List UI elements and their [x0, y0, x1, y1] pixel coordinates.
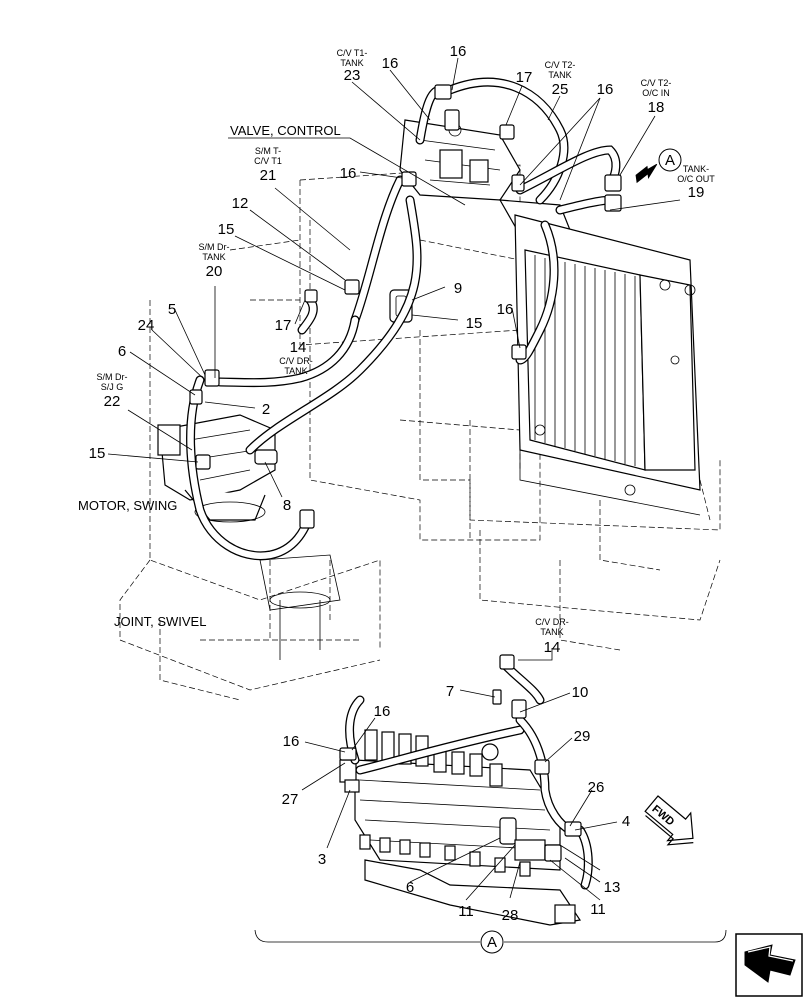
callout-5: 5 — [168, 301, 176, 318]
callout-25: 25 — [552, 81, 569, 98]
page-nav-icon[interactable] — [735, 933, 803, 997]
label-cv-dr-tank-detail-2: TANK — [540, 627, 563, 637]
label-sm-dr-tank-1: S/M Dr- — [199, 242, 230, 252]
callout-8: 8 — [283, 497, 291, 514]
callout-12: 12 — [232, 195, 249, 212]
label-valve-control: VALVE, CONTROL — [230, 123, 341, 138]
callout-10: 10 — [572, 684, 589, 701]
callout-14: 14 — [544, 639, 561, 656]
callout-19: 19 — [688, 184, 705, 201]
valve-ports — [359, 834, 531, 877]
hose-labels: C/V T1- TANK C/V T2- TANK C/V T2- O/C IN… — [97, 48, 716, 637]
view-a-arrow-icon — [635, 163, 658, 184]
callout-22: 22 — [104, 393, 121, 410]
label-joint-swivel: JOINT, SWIVEL — [114, 614, 206, 629]
component-labels: VALVE, CONTROL MOTOR, SWING JOINT, SWIVE… — [78, 123, 341, 629]
callout-2: 2 — [262, 401, 270, 418]
callout-27: 27 — [282, 791, 299, 808]
callout-16: 16 — [283, 733, 300, 750]
label-cv-t2-oc-in-1: C/V T2- — [641, 78, 672, 88]
label-cv-dr-tank-detail-1: C/V DR- — [535, 617, 569, 627]
label-sm-t-cv-t1-1: S/M T- — [255, 146, 281, 156]
label-cv-t2-tank-2: TANK — [548, 70, 571, 80]
callout-17: 17 — [516, 69, 533, 86]
callout-9: 9 — [454, 280, 462, 297]
callout-7: 7 — [446, 683, 454, 700]
label-cv-dr-tank-2: TANK — [284, 366, 307, 376]
swivel-joint-body — [259, 554, 341, 660]
oil-cooler — [514, 214, 701, 516]
label-sm-dr-sj-g-1: S/M Dr- — [97, 372, 128, 382]
callout-28: 28 — [502, 907, 519, 924]
fwd-arrow-icon: FWD — [644, 795, 694, 846]
callout-29: 29 — [574, 728, 591, 745]
label-sm-dr-tank-2: TANK — [202, 252, 225, 262]
view-a-marker-top: A — [635, 148, 682, 184]
callout-15: 15 — [218, 221, 235, 238]
label-cv-t2-tank-1: C/V T2- — [545, 60, 576, 70]
background-frame — [119, 164, 721, 701]
callout-6: 6 — [406, 879, 414, 896]
leader-lines — [107, 57, 681, 901]
callout-16: 16 — [450, 43, 467, 60]
callout-15: 15 — [89, 445, 106, 462]
label-cv-t2-oc-in-2: O/C IN — [642, 88, 670, 98]
callout-4: 4 — [622, 813, 630, 830]
callout-21: 21 — [260, 167, 277, 184]
callout-16: 16 — [597, 81, 614, 98]
callout-24: 24 — [138, 317, 155, 334]
callout-18: 18 — [648, 99, 665, 116]
callout-13: 13 — [604, 879, 621, 896]
callout-16: 16 — [374, 703, 391, 720]
view-a-bracket-bottom: A — [254, 929, 727, 954]
label-cv-t1-tank-2: TANK — [340, 58, 363, 68]
view-a-label-bottom: A — [487, 934, 497, 951]
callout-16: 16 — [340, 165, 357, 182]
callout-17: 17 — [275, 317, 292, 334]
callout-20: 20 — [206, 263, 223, 280]
callout-numbers: 23 16 16 17 25 16 18 21 16 19 12 15 20 9… — [89, 43, 705, 924]
callout-15: 15 — [466, 315, 483, 332]
callout-14: 14 — [290, 339, 307, 356]
callout-11: 11 — [590, 901, 606, 918]
label-sm-dr-sj-g-2: S/J G — [101, 382, 124, 392]
callout-3: 3 — [318, 851, 326, 868]
callout-16: 16 — [497, 301, 514, 318]
label-cv-dr-tank-1: C/V DR- — [279, 356, 313, 366]
view-a-label-top: A — [665, 152, 675, 169]
label-tank-oc-out-1: TANK- — [683, 164, 709, 174]
callout-26: 26 — [588, 779, 605, 796]
label-tank-oc-out-2: O/C OUT — [677, 174, 715, 184]
label-sm-t-cv-t1-2: C/V T1 — [254, 156, 282, 166]
callout-6: 6 — [118, 343, 126, 360]
callout-16: 16 — [382, 55, 399, 72]
callout-23: 23 — [344, 67, 361, 84]
label-cv-t1-tank-1: C/V T1- — [337, 48, 368, 58]
label-motor-swing: MOTOR, SWING — [78, 498, 177, 513]
callout-11: 11 — [458, 903, 474, 920]
